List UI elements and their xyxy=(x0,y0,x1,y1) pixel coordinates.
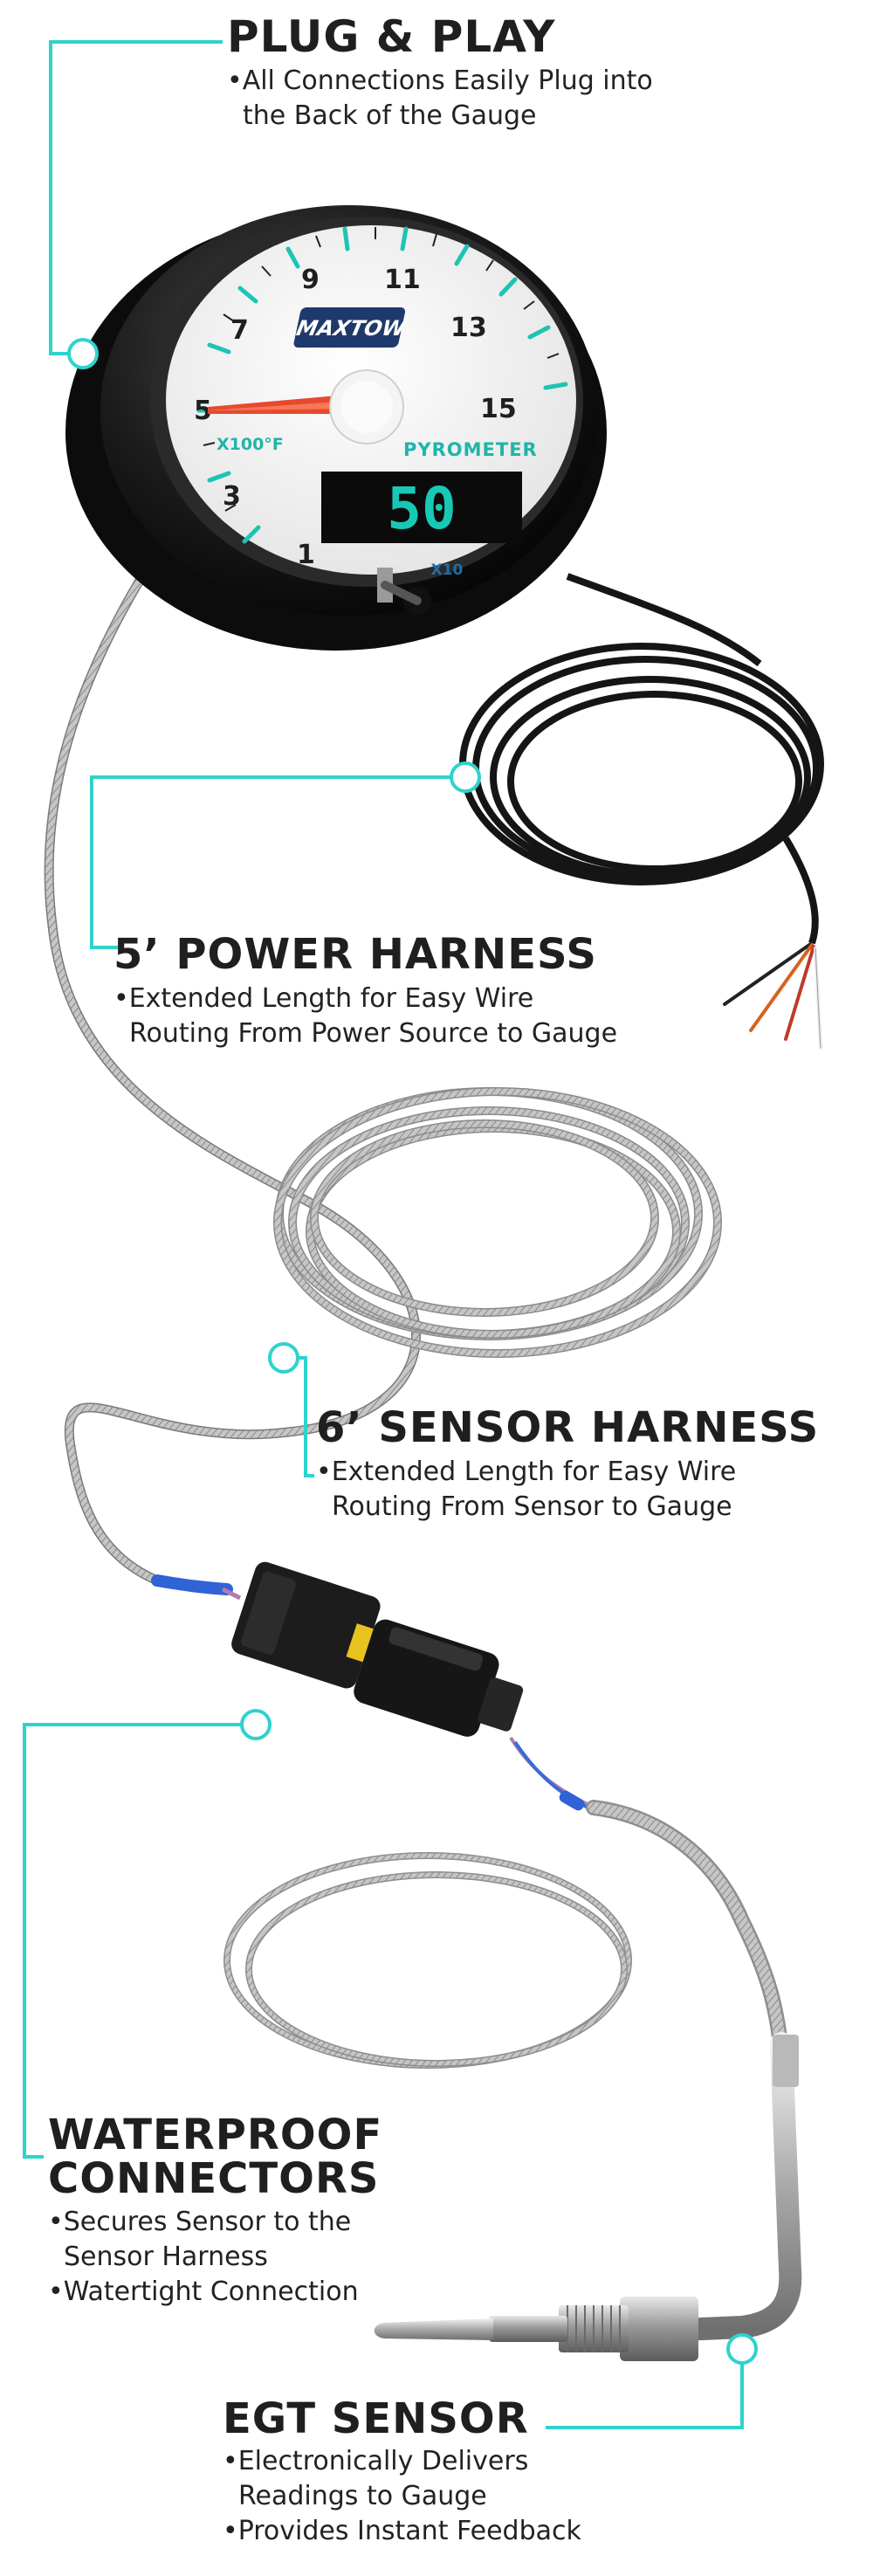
gauge-dial-numbers: 1 3 5 7 9 11 13 15 xyxy=(194,265,517,570)
waterproof-leader-line xyxy=(23,1723,243,2159)
gauge-needle xyxy=(208,369,404,444)
dial-number: 1 xyxy=(297,540,315,570)
sensor-harness-leader-line xyxy=(284,1356,314,1477)
dial-number: 3 xyxy=(223,481,241,512)
bullet-text: •Watertight Connection xyxy=(48,2276,359,2307)
sensor-harness-cable xyxy=(44,554,421,1586)
bullet-text: •Extended Length for Easy Wire xyxy=(316,1457,737,1488)
egt-leader-line xyxy=(546,2358,744,2429)
callout-bullets: •All Connections Easily Plug into the Ba… xyxy=(227,64,653,134)
egt-marker xyxy=(726,2333,758,2365)
maxtow-logo: MAXTOW xyxy=(293,307,409,348)
egt-probe xyxy=(374,2032,802,2361)
sensor-harness-coil xyxy=(273,1087,722,1358)
callout-power-harness: 5’ POWER HARNESS •Extended Length for Ea… xyxy=(113,933,617,1051)
callout-title: 6’ SENSOR HARNESS xyxy=(316,1403,820,1452)
plug-leader-line xyxy=(49,40,223,355)
power-harness-coil xyxy=(459,573,824,945)
dial-number: 7 xyxy=(230,315,249,346)
dial-number: 15 xyxy=(480,394,517,424)
bullet-text: Readings to Gauge xyxy=(238,2481,487,2512)
bullet-text: •Electronically Delivers xyxy=(223,2446,529,2477)
multiplier-label: X10 xyxy=(431,561,464,579)
digital-display xyxy=(321,472,522,543)
callout-sensor-harness: 6’ SENSOR HARNESS •Extended Length for E… xyxy=(316,1406,819,1525)
dial-number: 5 xyxy=(194,396,212,426)
egt-sensor-cable xyxy=(223,1800,789,2069)
sensor-harness-marker xyxy=(268,1342,299,1374)
plug-marker xyxy=(67,338,99,369)
bullet-text: •All Connections Easily Plug into xyxy=(227,65,653,96)
dial-number: 11 xyxy=(384,265,421,295)
callout-waterproof-connectors: WATERPROOF CONNECTORS •Secures Sensor to… xyxy=(48,2113,382,2310)
gauge-name-label: PYROMETER xyxy=(403,439,538,460)
dial-number: 13 xyxy=(450,313,487,343)
callout-bullets: •Extended Length for Easy Wire Routing F… xyxy=(113,981,617,1051)
callout-bullets: •Electronically Delivers Readings to Gau… xyxy=(223,2444,581,2549)
bullet-text: Routing From Power Source to Gauge xyxy=(129,1018,618,1050)
callout-title-line1: WATERPROOF xyxy=(48,2111,383,2159)
callout-title: 5’ POWER HARNESS xyxy=(113,930,597,979)
waterproof-connector-assembly xyxy=(151,1561,603,1816)
dial-number: 9 xyxy=(301,265,320,295)
bullet-text: Routing From Sensor to Gauge xyxy=(332,1491,732,1523)
gauge-unit-label: X100°F xyxy=(217,435,284,454)
callout-egt-sensor: EGT SENSOR •Electronically Delivers Read… xyxy=(223,2397,581,2549)
gauge-push-button[interactable] xyxy=(377,568,431,615)
bullet-text: •Secures Sensor to the xyxy=(48,2206,352,2237)
pyrometer-gauge: 1 3 5 7 9 11 13 15 MAXTOW X100°F PYROMET… xyxy=(65,205,607,651)
brand-text: MAXTOW xyxy=(294,315,409,341)
power-leader-line xyxy=(90,775,454,949)
digital-readout: 50 xyxy=(387,475,456,542)
callout-title-line2: CONNECTORS xyxy=(48,2154,380,2204)
bullet-text: •Extended Length for Easy Wire xyxy=(113,983,534,1015)
gauge-minor-ticks xyxy=(203,227,560,512)
callout-bullets: •Secures Sensor to the Sensor Harness •W… xyxy=(48,2205,382,2310)
waterproof-marker xyxy=(240,1709,272,1740)
power-marker xyxy=(450,761,481,793)
bullet-text: •Provides Instant Feedback xyxy=(223,2516,581,2547)
bullet-text: the Back of the Gauge xyxy=(243,100,537,131)
callout-title: EGT SENSOR xyxy=(223,2394,529,2443)
bullet-text: Sensor Harness xyxy=(64,2241,268,2272)
callout-markers xyxy=(67,338,758,2365)
callout-bullets: •Extended Length for Easy Wire Routing F… xyxy=(316,1455,819,1525)
power-harness-wire-ends xyxy=(723,941,822,1050)
callout-title: PLUG & PLAY xyxy=(227,11,556,62)
callout-plug-and-play: PLUG & PLAY •All Connections Easily Plug… xyxy=(227,14,653,134)
